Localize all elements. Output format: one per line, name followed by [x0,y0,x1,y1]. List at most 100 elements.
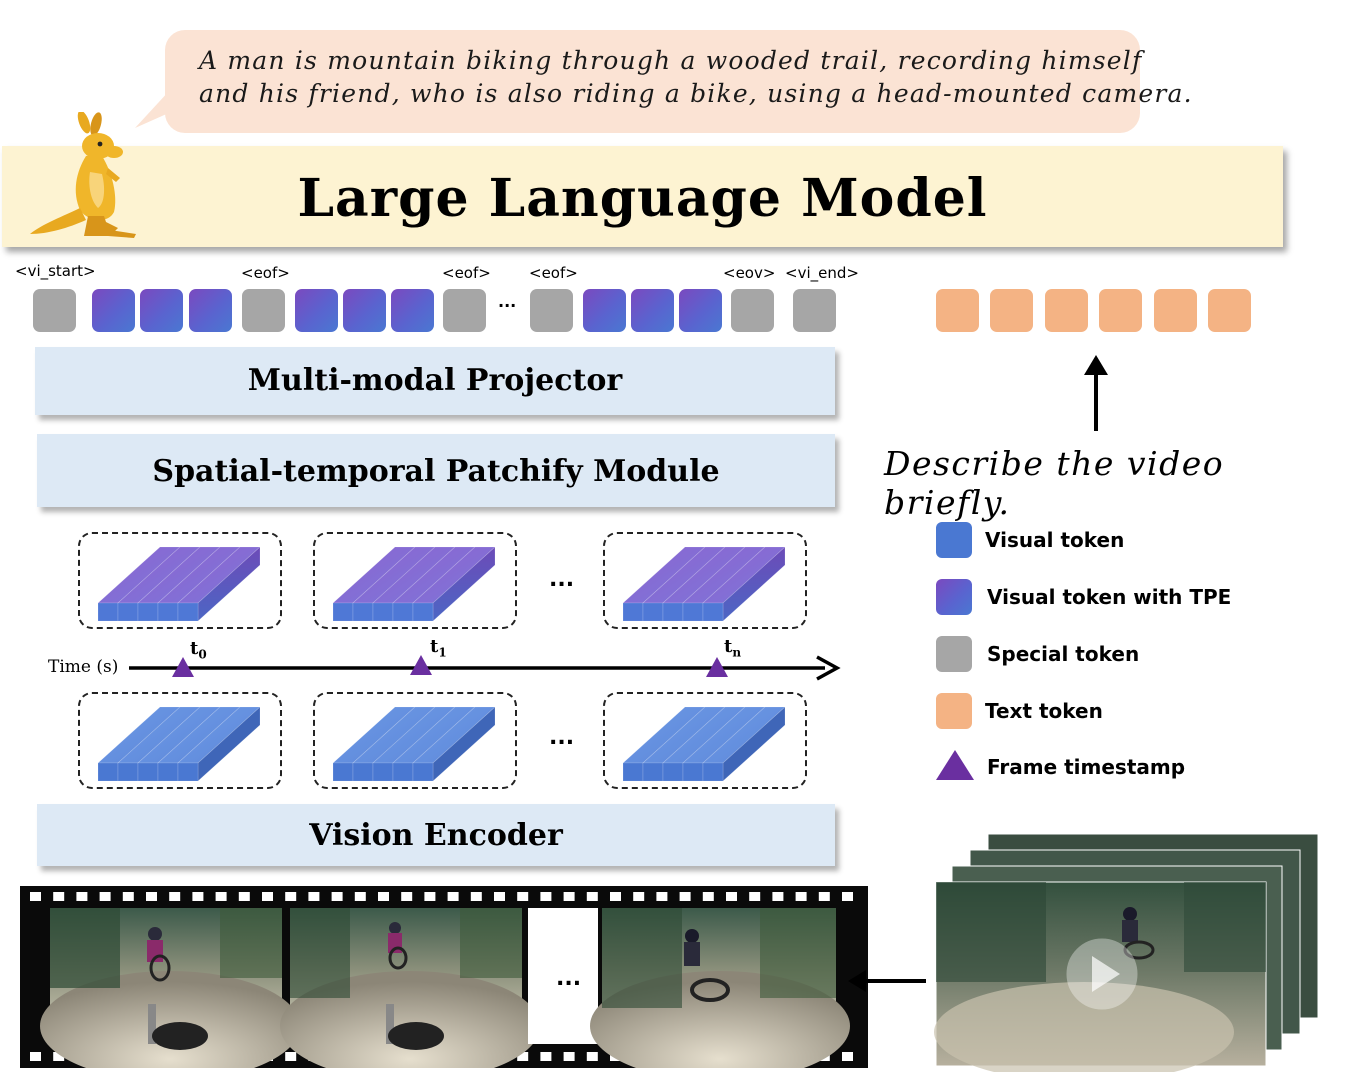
vi-end-label: <vi_end> [785,264,859,282]
sprocket-hole [610,892,621,901]
legend-visual-swatch [936,522,972,558]
special-token [793,289,836,332]
text-token [1208,289,1251,332]
visual-token-tpe [189,289,232,332]
patch-ellipsis: ... [549,725,575,750]
sprocket-hole [772,892,784,901]
patch-group-tpe [603,532,807,629]
up-arrow-icon [1084,355,1108,431]
special-token [731,289,774,332]
patch-group-visual [603,692,807,789]
visual-token-tpe [140,289,183,332]
sprocket-hole [470,892,482,901]
sprocket-hole [563,1052,575,1061]
legend-text-swatch [936,693,972,729]
vi-start-label: <vi_start> [15,262,96,280]
caption-line-2: and his friend, who is also riding a bik… [199,79,1193,108]
sprocket-hole [262,892,273,901]
text-token [1045,289,1088,332]
llm-block [2,146,1283,247]
sprocket-hole [285,892,297,901]
patch-group-tpe [78,532,282,629]
timestamp-t0: t0 [190,638,207,662]
patch-group-tpe [313,532,517,629]
sprocket-hole [76,892,88,901]
timestamp-marker [172,657,194,677]
sprocket-hole [842,892,853,901]
left-arrow-icon [848,970,926,992]
sprocket-hole [192,892,204,901]
eof-label-2: <eof> [442,264,491,282]
user-prompt: Describe the video briefly. [884,444,1225,522]
visual-token-tpe [295,289,338,332]
sprocket-hole [99,892,111,901]
legend-tpe-label: Visual token with TPE [987,585,1232,609]
encoder-label: Vision Encoder [309,818,563,853]
legend-text-label: Text token [985,699,1103,723]
multimodal-projector: Multi-modal Projector [35,347,835,415]
sprocket-hole [378,892,389,901]
legend-special-label: Special token [987,642,1140,666]
sprocket-hole [401,892,413,901]
sprocket-hole [30,892,41,901]
projector-label: Multi-modal Projector [247,363,623,398]
sprocket-hole [563,892,575,901]
video-frame [280,908,540,1068]
time-axis [129,655,841,681]
sprocket-hole [795,892,807,901]
visual-token-tpe [679,289,722,332]
patch-group-visual [313,692,517,789]
visual-token-tpe [343,289,386,332]
time-axis-label: Time (s) [48,657,119,677]
kangaroo-icon [30,112,136,238]
caption-bubble: A man is mountain biking through a woode… [165,30,1193,133]
legend-tpe-swatch [936,579,972,615]
t0-subscript: 0 [198,647,207,662]
sprocket-hole [702,892,714,901]
sprocket-hole [53,1052,65,1061]
sprocket-hole [679,892,691,901]
sprocket-hole [540,1052,552,1061]
llm-title: Large Language Model [297,168,988,229]
sprocket-hole [586,892,598,901]
visual-token-tpe [391,289,434,332]
video-frame [590,908,850,1068]
sprocket-hole [285,1052,297,1061]
patch-ellipsis: ... [549,567,575,592]
t1-subscript: 1 [438,645,447,660]
patchify-module: Spatial-temporal Patchify Module [37,434,835,507]
sprocket-hole [308,892,320,901]
text-token [1099,289,1142,332]
tn-letter: t [724,636,733,657]
eov-label: <eov> [723,264,776,282]
video-stack [934,833,1319,1072]
sprocket-hole [169,892,181,901]
visual-token-tpe [631,289,674,332]
sprocket-hole [818,892,830,901]
sprocket-hole [53,892,65,901]
sprocket-hole [215,892,227,901]
token-ellipsis: ... [498,292,517,311]
sprocket-hole [331,892,343,901]
sprocket-hole [633,892,645,901]
sprocket-hole [517,892,529,901]
tn-subscript: n [732,645,742,660]
legend-timestamp-label: Frame timestamp [987,755,1186,779]
bubble-tail [135,90,198,128]
sprocket-hole [354,892,366,901]
text-token [990,289,1033,332]
legend-timestamp-icon [936,750,974,780]
eof-label-1: <eof> [241,264,290,282]
video-frame [40,908,300,1068]
t0-letter: t [190,638,199,659]
sprocket-hole [749,892,761,901]
vision-encoder: Vision Encoder [37,804,835,866]
visual-token-tpe [92,289,135,332]
sprocket-hole [494,892,505,901]
t1-letter: t [430,636,439,657]
sprocket-hole [146,892,157,901]
special-token [530,289,573,332]
eof-label-3: <eof> [529,264,578,282]
special-token [443,289,486,332]
film-strip [20,886,868,1068]
